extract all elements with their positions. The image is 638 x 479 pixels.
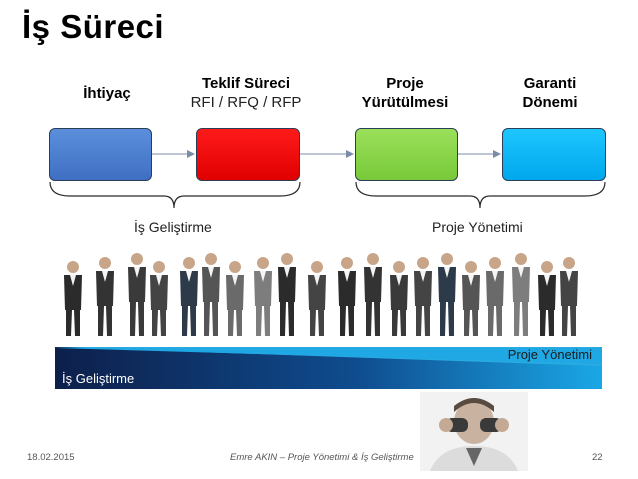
person-silhouette	[438, 253, 456, 336]
person-silhouette	[364, 253, 382, 336]
person-silhouette	[512, 253, 530, 336]
gradient-wedge-bar	[55, 347, 602, 389]
person-silhouette	[180, 257, 198, 336]
stage-3-title2: Yürütülmesi	[361, 94, 449, 111]
stage-3-title: Proje	[386, 75, 424, 92]
stage-label-4: Garanti Dönemi	[495, 74, 605, 112]
bar-label-proje-yonetimi: Proje Yönetimi	[507, 347, 592, 362]
business-people-illustration	[64, 253, 578, 336]
stage-label-3: Proje Yürütülmesi	[340, 74, 470, 112]
stage-box-ihtiyac	[49, 128, 152, 181]
person-silhouette	[462, 261, 480, 336]
stage-4-title: Garanti	[523, 75, 577, 92]
stage-1-title: İhtiyaç	[83, 85, 131, 102]
person-silhouette	[278, 253, 296, 336]
person-silhouette	[64, 261, 82, 336]
person-silhouette	[254, 257, 272, 336]
person-silhouette	[150, 261, 168, 336]
bar-label-is-gelistirme: İş Geliştirme	[62, 371, 135, 386]
brace-label-right: Proje Yönetimi	[432, 219, 523, 235]
person-silhouette	[96, 257, 114, 336]
stage-box-proje	[355, 128, 458, 181]
flow-connectors	[49, 150, 606, 209]
person-silhouette	[202, 253, 220, 336]
footer-page-number: 22	[592, 452, 603, 463]
person-silhouette	[538, 261, 556, 336]
brace-left	[49, 181, 301, 209]
stage-2-subtitle: RFI / RFQ / RFP	[190, 94, 302, 111]
stage-box-garanti	[502, 128, 606, 181]
brace-right	[355, 181, 606, 209]
stage-4-title2: Dönemi	[522, 94, 578, 111]
stage-box-teklif	[196, 128, 300, 181]
person-silhouette	[414, 257, 432, 336]
person-silhouette	[338, 257, 356, 336]
person-silhouette	[226, 261, 244, 336]
person-silhouette	[560, 257, 578, 336]
footer-date: 18.02.2015	[27, 452, 75, 463]
stage-2-title: Teklif Süreci	[201, 75, 291, 92]
man-with-binoculars-photo	[420, 392, 528, 471]
footer-author: Emre AKIN – Proje Yönetimi & İş Geliştir…	[230, 452, 414, 463]
person-silhouette	[308, 261, 326, 336]
person-silhouette	[390, 261, 408, 336]
slide-title: İş Süreci	[22, 8, 165, 45]
stage-label-2: Teklif Süreci RFI / RFQ / RFP	[176, 74, 316, 112]
stage-label-1: İhtiyaç	[72, 84, 142, 103]
person-silhouette	[128, 253, 146, 336]
brace-label-left: İş Geliştirme	[134, 219, 212, 235]
person-silhouette	[486, 257, 504, 336]
